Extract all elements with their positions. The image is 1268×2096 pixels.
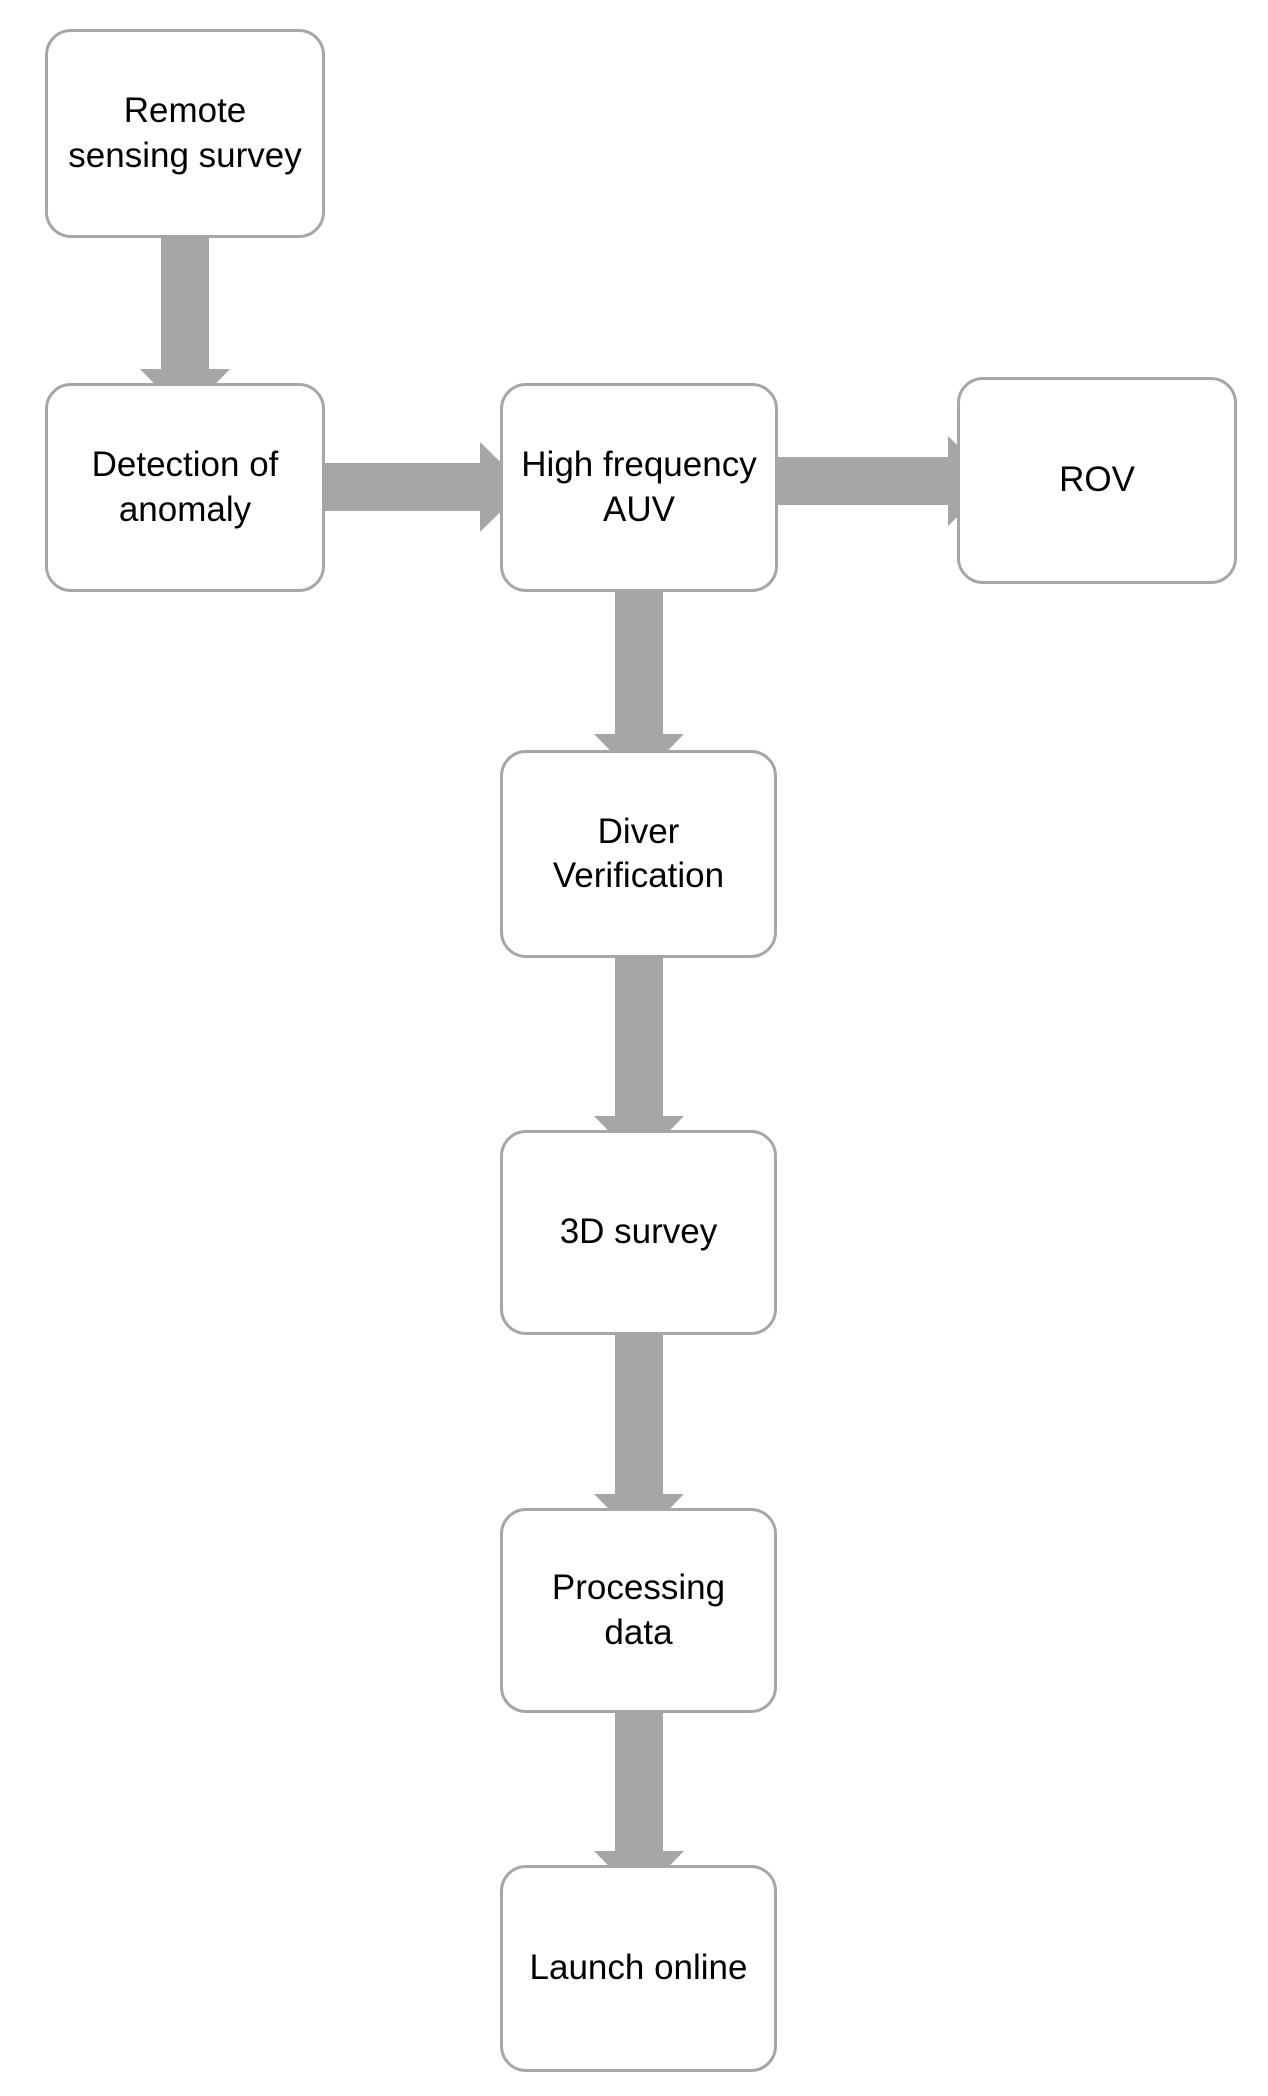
node-label-launch-online: Launch online — [529, 1948, 748, 1988]
node-label-3d-survey: 3D survey — [559, 1212, 718, 1252]
arrow-3d-to-processing — [594, 1333, 684, 1540]
arrow-diver-to-3d — [594, 956, 684, 1162]
node-remote-sensing-survey: Remote sensing survey — [45, 29, 325, 238]
node-processing-data: Processing data — [500, 1508, 777, 1713]
node-launch-online: Launch online — [500, 1865, 777, 2072]
arrow-auv-to-rov — [776, 436, 994, 526]
arrow-detection-to-auv — [323, 442, 526, 532]
node-label-diver-verification: Diver Verification — [552, 811, 725, 895]
arrow-auv-to-diver — [594, 590, 684, 780]
node-3d-survey: 3D survey — [500, 1130, 777, 1335]
node-label-rov: ROV — [1059, 460, 1135, 500]
node-diver-verification: Diver Verification — [500, 750, 777, 958]
node-label-detection-of-anomaly: Detection of anomaly — [91, 445, 279, 529]
arrow-processing-to-launch — [594, 1711, 684, 1897]
node-label-remote-sensing-survey: Remote sensing survey — [68, 91, 302, 175]
node-high-frequency-auv: High frequency AUV — [500, 383, 778, 592]
arrow-remote-to-detection — [140, 237, 230, 415]
node-detection-of-anomaly: Detection of anomaly — [45, 383, 325, 592]
node-label-processing-data: Processing data — [551, 1568, 726, 1652]
node-rov: ROV — [957, 377, 1237, 584]
node-label-high-frequency-auv: High frequency AUV — [521, 445, 757, 529]
